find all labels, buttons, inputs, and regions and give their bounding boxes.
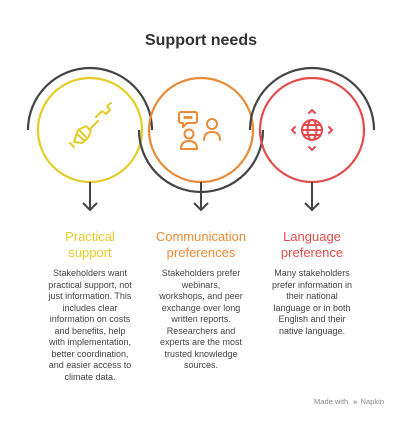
globe-arrows-icon xyxy=(291,109,333,151)
communication-preferences-title: Communication preferences xyxy=(155,229,247,260)
dark-arc xyxy=(26,66,154,131)
communication-preferences-description: Stakeholders prefer webinars, workshops,… xyxy=(159,268,243,370)
napkin-brand-label: Napkin xyxy=(360,397,384,406)
pointer-arrow xyxy=(82,182,98,212)
napkin-logo-icon: ⪢ xyxy=(353,397,358,406)
practical-support-title: Practical support xyxy=(65,229,115,260)
wrench-hand-icon xyxy=(69,102,112,148)
pointer-arrow xyxy=(193,182,209,212)
node-circle xyxy=(147,76,255,184)
people-chat-icon xyxy=(178,111,221,150)
made-with-napkin-credit: Made with ⪢ Napkin xyxy=(314,397,384,407)
page-title: Support needs xyxy=(144,32,257,49)
pointer-arrow xyxy=(304,182,320,212)
language-node xyxy=(248,66,376,212)
language-preference-title: Language preference xyxy=(280,229,344,260)
dark-arc xyxy=(248,66,376,131)
made-with-label: Made with xyxy=(314,397,349,406)
practical-support-description: Stakeholders want practical support, not… xyxy=(48,268,132,382)
practical-support-node xyxy=(26,66,154,212)
communication-node xyxy=(137,76,265,212)
language-preference-description: Many stakeholders prefer information in … xyxy=(271,268,353,336)
